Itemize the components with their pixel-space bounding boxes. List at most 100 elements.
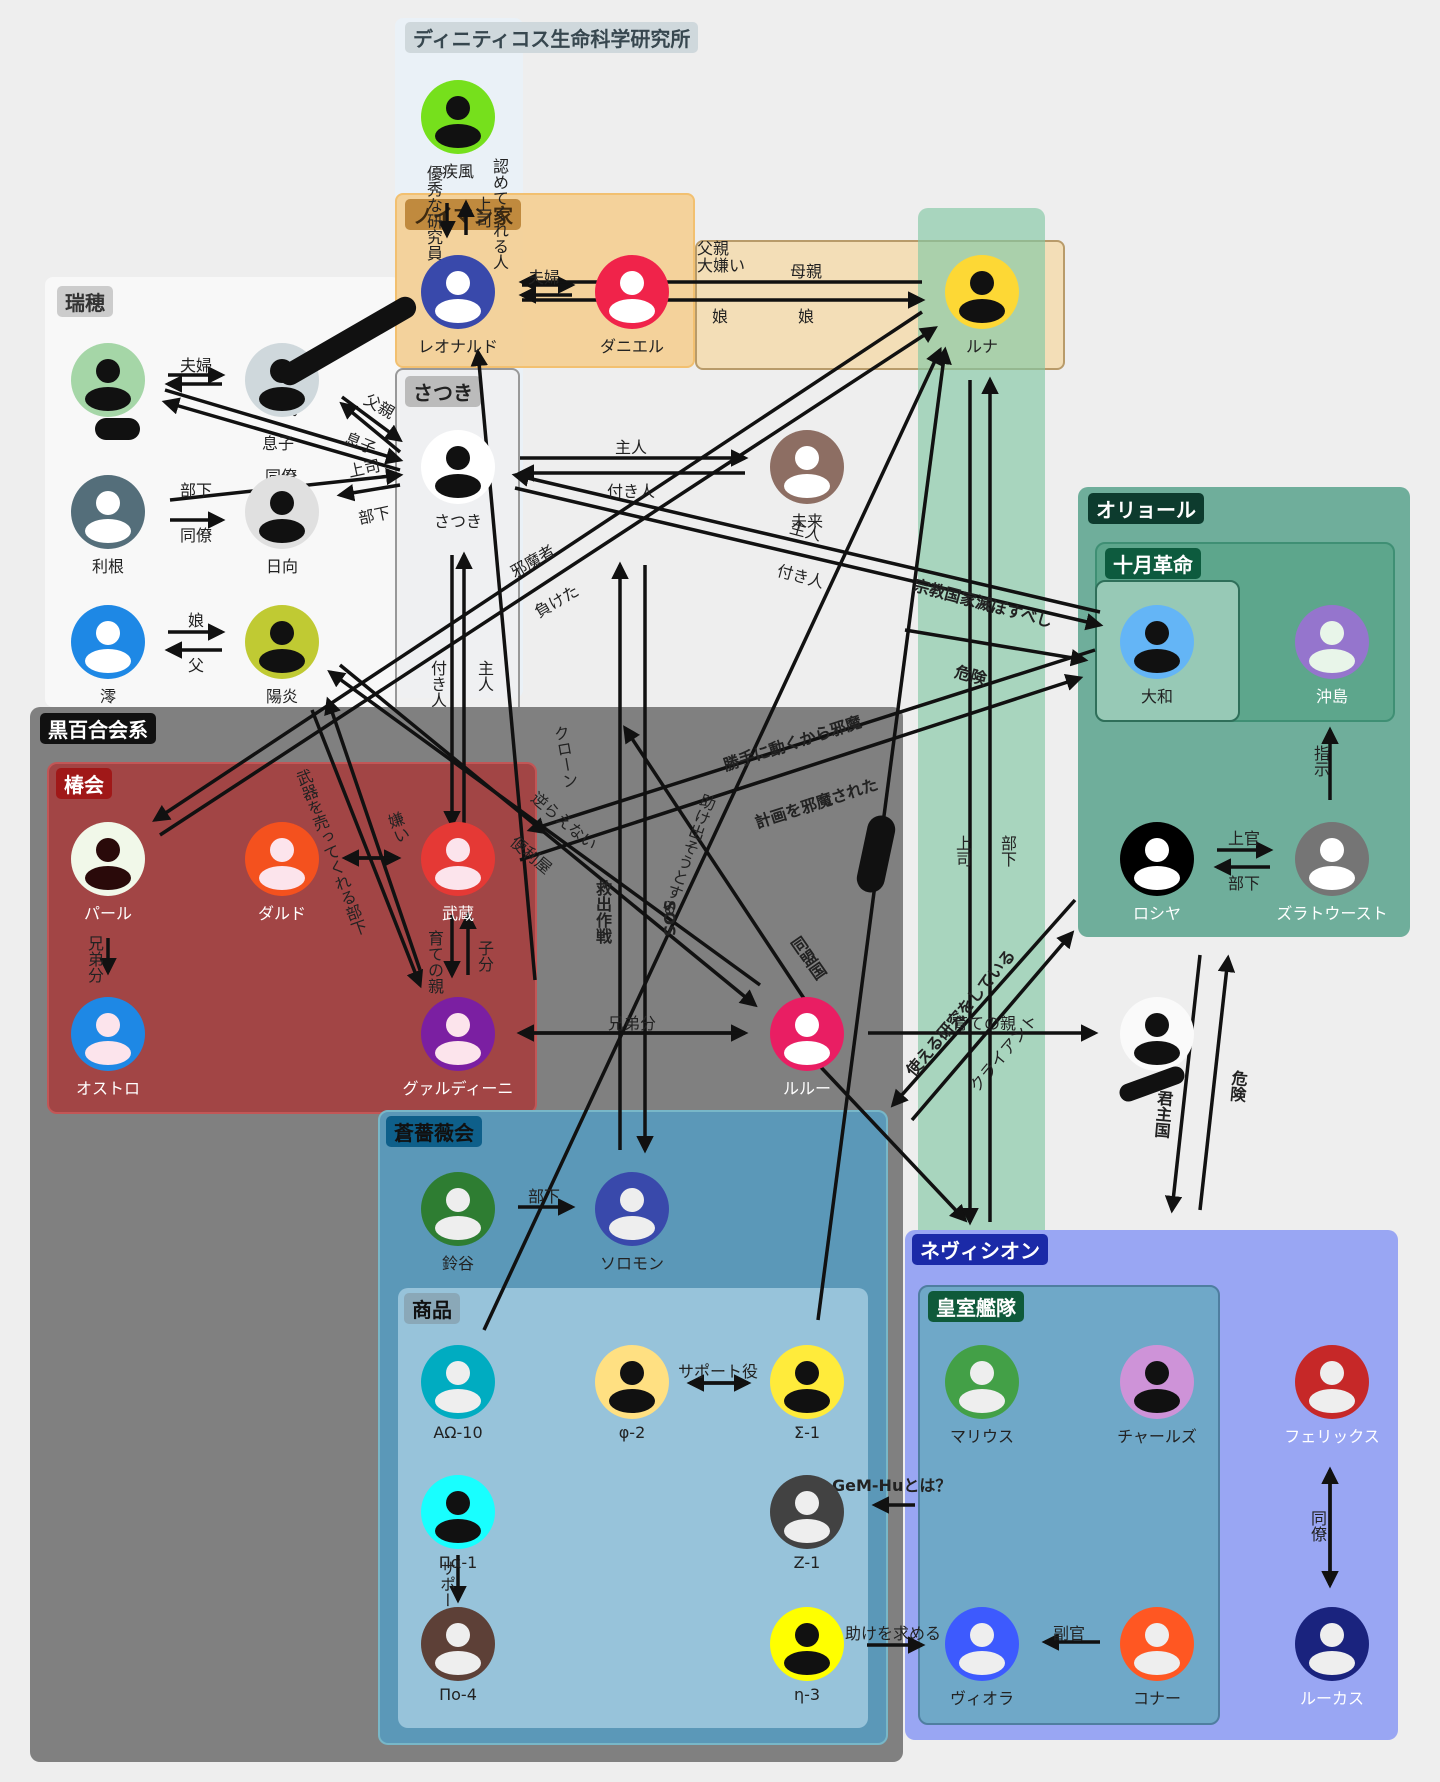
node-mirai[interactable]: 未来 [747,430,867,532]
group-title-tsubaki: 椿会 [56,768,112,799]
node-satsuki[interactable]: さつき [398,430,518,532]
edge-label-buka4: 部下 [1228,874,1261,893]
node-label: 疾風 [441,162,474,181]
node-daldo[interactable]: ダルド [222,822,342,924]
avatar-icon [421,822,495,896]
group-title-satsuki: さつき [405,376,481,407]
node-label: Z-1 [793,1553,821,1572]
edge-label-tsukibito3: 付き人 [428,660,447,708]
avatar-icon [245,822,319,896]
edge-label-buka5: 部下 [528,1187,561,1206]
edge-label-maketa: 負けた [531,581,583,622]
edge-label-kiken2: 危険 [1226,1069,1249,1103]
node-conor[interactable]: コナー [1097,1607,1217,1709]
node-label: オストロ [75,1079,140,1098]
edge-label-musume1: 娘 [712,307,729,326]
node-solomon[interactable]: ソロモン [572,1172,692,1274]
node-kagero[interactable]: 陽炎 [222,605,342,707]
edge-label-sodate2: 育ての親 [952,1014,1017,1033]
node-marius[interactable]: マリウス [922,1345,1042,1447]
node-suzuya[interactable]: 鈴谷 [398,1172,518,1274]
node-unknown-white[interactable] [1097,997,1217,1071]
node-label: さつき [433,512,482,531]
node-eta3[interactable]: η-3 [747,1607,867,1704]
node-charles[interactable]: チャールズ [1097,1345,1217,1447]
node-gualdini[interactable]: グァルディーニ [398,997,518,1099]
node-label: ヴィオラ [949,1689,1014,1708]
node-rei[interactable]: 澪 [48,605,168,707]
node-label: 鈴谷 [441,1254,474,1273]
group-title-mizuho: 瑞穂 [57,286,113,317]
node-aomega10[interactable]: AΩ-10 [398,1345,518,1442]
node-luna[interactable]: ルナ [922,255,1042,357]
node-label: 武蔵 [441,904,474,923]
node-pialpha1[interactable]: Πα-1 [398,1475,518,1572]
avatar-icon [421,80,495,154]
node-sigma1[interactable]: Σ-1 [747,1345,867,1442]
node-felix[interactable]: フェリックス [1272,1345,1392,1447]
edge-label-musume2: 娘 [798,307,815,326]
edge-label-fuufu-leonard: 夫婦 [528,268,561,287]
node-label: ルルー [782,1079,831,1098]
node-hinata[interactable]: 日向 [222,475,342,577]
node-mizuho-father[interactable] [48,343,168,417]
avatar-icon [1295,605,1369,679]
node-rossiya[interactable]: ロシヤ [1097,822,1217,924]
node-lucas[interactable]: ルーカス [1272,1607,1392,1709]
node-z1[interactable]: Z-1 [747,1475,867,1572]
node-phi2[interactable]: φ-2 [572,1345,692,1442]
node-daniel[interactable]: ダニエル [572,255,692,357]
node-zlatoust[interactable]: ズラトウースト [1272,822,1392,924]
node-ruru[interactable]: ルルー [747,997,867,1099]
avatar-icon [945,1345,1019,1419]
node-label: Πα-1 [438,1553,478,1572]
node-label: チャールズ [1117,1427,1197,1446]
node-tone[interactable]: 利根 [48,475,168,577]
edge-label-tsukibito2: 付き人 [774,561,827,592]
node-label: 陽炎 [265,687,298,706]
node-label: AΩ-10 [433,1423,483,1442]
edge-label-musuko1: 息子 [262,434,295,453]
node-ostro[interactable]: オストロ [48,997,168,1099]
avatar-icon [421,997,495,1071]
edge-label-kyuushutsu: 救出作戦 [593,880,612,944]
node-pearl[interactable]: パール [48,822,168,924]
node-label: 沖島 [1315,687,1348,706]
avatar-icon [1120,1345,1194,1419]
edge-label-fuufu-mizuho: 夫婦 [180,356,213,375]
avatar-icon [421,1475,495,1549]
node-label: 日向 [265,557,298,576]
node-label: ルナ [965,337,998,356]
node-yamato[interactable]: 大和 [1097,605,1217,707]
node-label: Σ-1 [793,1423,821,1442]
edge-label-buka3: 部下 [998,835,1017,867]
edge-label-mitomete: 認めてくれる人 [490,158,509,270]
avatar-icon [71,475,145,549]
node-hayate[interactable]: 疾風 [398,80,518,182]
edge-label-joukan: 上官 [1228,829,1261,848]
avatar-icon [770,1345,844,1419]
edge-label-gemhu: GeM-Huとは？ [832,1476,952,1495]
node-label: グァルディーニ [402,1079,514,1098]
avatar-icon [770,430,844,504]
group-yamato-box [1095,580,1240,722]
edge-label-kyoudai2: 兄弟分 [608,1014,657,1033]
edge-label-joushi2: 上司 [953,835,972,867]
node-label: 大和 [1140,687,1173,706]
avatar-icon [595,1345,669,1419]
edge-label-joushi-top: 上司 [473,196,492,228]
node-label: 未来 [790,512,823,531]
node-label: パール [83,904,132,923]
node-okishima[interactable]: 沖島 [1272,605,1392,707]
node-musashi[interactable]: 武蔵 [398,822,518,924]
avatar-icon [770,997,844,1071]
group-title-shohin: 商品 [404,1293,460,1324]
node-viola[interactable]: ヴィオラ [922,1607,1042,1709]
node-piomicron4[interactable]: Πο-4 [398,1607,518,1704]
edge-label-sodate: 育ての親 [425,930,444,994]
edge-label-buka2: 部下 [180,481,213,500]
avatar-icon [1120,997,1194,1071]
node-label: レオナルド [417,337,498,356]
avatar-icon [421,1607,495,1681]
edge-label-hahaoya: 母親 [790,262,823,281]
